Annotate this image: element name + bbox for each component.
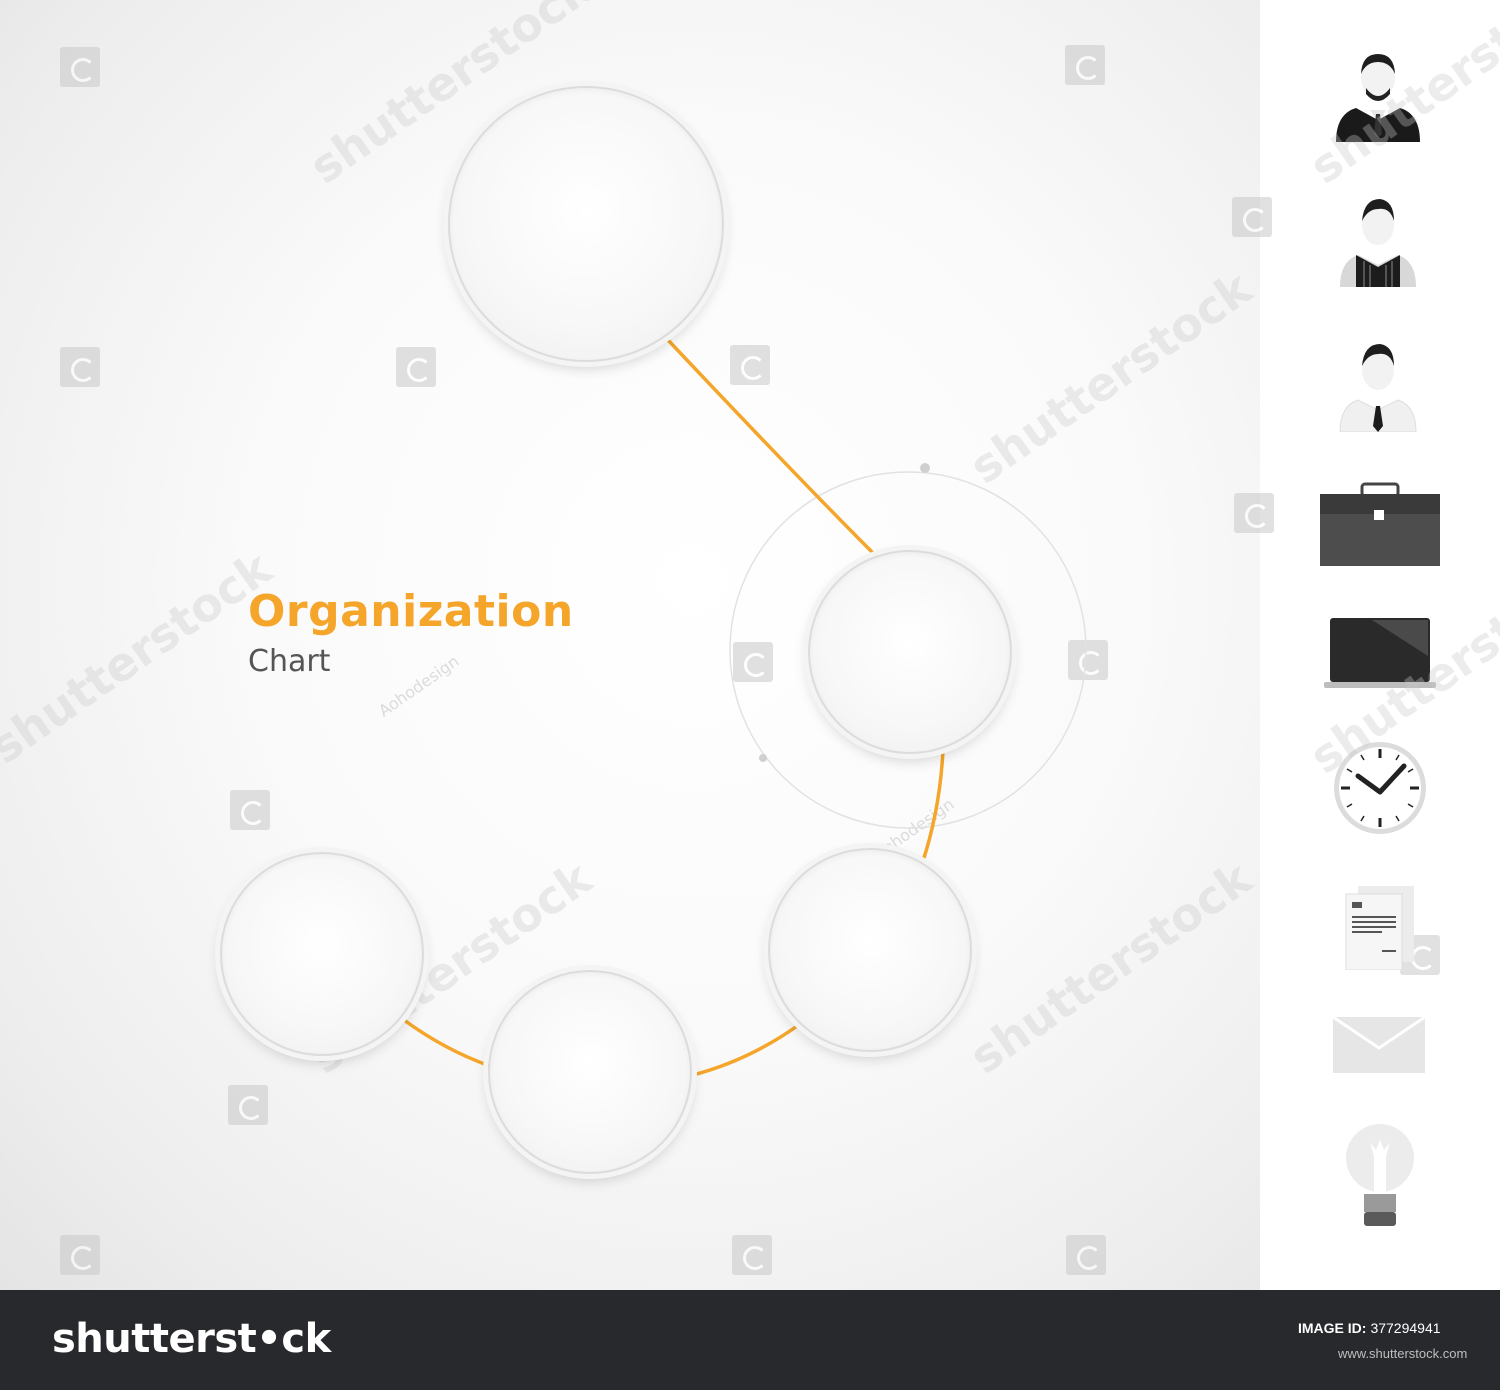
- chart-title: Organization: [248, 586, 574, 637]
- watermark-mark: [396, 347, 436, 387]
- watermark-mark: [1234, 493, 1274, 533]
- icon-sidebar: shutterstock shutterstock: [1232, 0, 1500, 1290]
- clock-icon[interactable]: [1332, 740, 1428, 836]
- connector-line: [692, 1022, 802, 1077]
- watermark-mark: [1066, 1235, 1106, 1275]
- laptop-icon[interactable]: [1322, 616, 1438, 690]
- site-url[interactable]: www.shutterstock.com: [1338, 1346, 1468, 1361]
- footer-bar: [0, 1290, 1500, 1390]
- org-node-bottom[interactable]: [488, 970, 692, 1174]
- connector-line: [920, 749, 945, 865]
- chart-title-block: Organization Chart: [248, 586, 574, 682]
- watermark-mark: [732, 1235, 772, 1275]
- watermark-mark: [1232, 197, 1272, 237]
- diagram-canvas: shutterstock shutterstock shutterstock s…: [0, 0, 1260, 1290]
- watermark-mark: [60, 47, 100, 87]
- watermark-mark: [60, 347, 100, 387]
- boss-avatar-icon[interactable]: [1332, 48, 1424, 142]
- employee-vest-avatar-icon[interactable]: [1336, 193, 1420, 287]
- image-id-value: 377294941: [1370, 1320, 1441, 1336]
- connector-line: [402, 1018, 491, 1068]
- envelope-icon[interactable]: [1332, 1016, 1426, 1074]
- lightbulb-icon[interactable]: [1344, 1122, 1416, 1230]
- orbit-dot: [759, 754, 767, 762]
- watermark-mark: [1065, 45, 1105, 85]
- documents-icon[interactable]: [1344, 884, 1416, 970]
- watermark-mark: [733, 642, 773, 682]
- orbit-ring: [729, 471, 1087, 829]
- chart-subtitle: Chart: [248, 644, 331, 679]
- briefcase-icon[interactable]: [1318, 482, 1442, 568]
- org-node-left[interactable]: [220, 852, 424, 1056]
- org-node-right[interactable]: [808, 550, 1012, 754]
- orbit-dot: [920, 463, 930, 473]
- org-node-top[interactable]: [448, 86, 724, 362]
- image-id-line: IMAGE ID:377294941: [1298, 1320, 1441, 1336]
- employee-tie-avatar-icon[interactable]: [1336, 338, 1420, 432]
- watermark-mark: [1068, 640, 1108, 680]
- shutterstock-logo[interactable]: shutterst•ck: [52, 1316, 331, 1362]
- watermark-mark: [228, 1085, 268, 1125]
- connector-lines: [402, 338, 1087, 1077]
- watermark-mark: [60, 1235, 100, 1275]
- org-node-lower-right[interactable]: [768, 848, 972, 1052]
- connector-line: [666, 338, 878, 558]
- image-id-label: IMAGE ID:: [1298, 1320, 1367, 1336]
- watermark-mark: [230, 790, 270, 830]
- watermark-mark: [730, 345, 770, 385]
